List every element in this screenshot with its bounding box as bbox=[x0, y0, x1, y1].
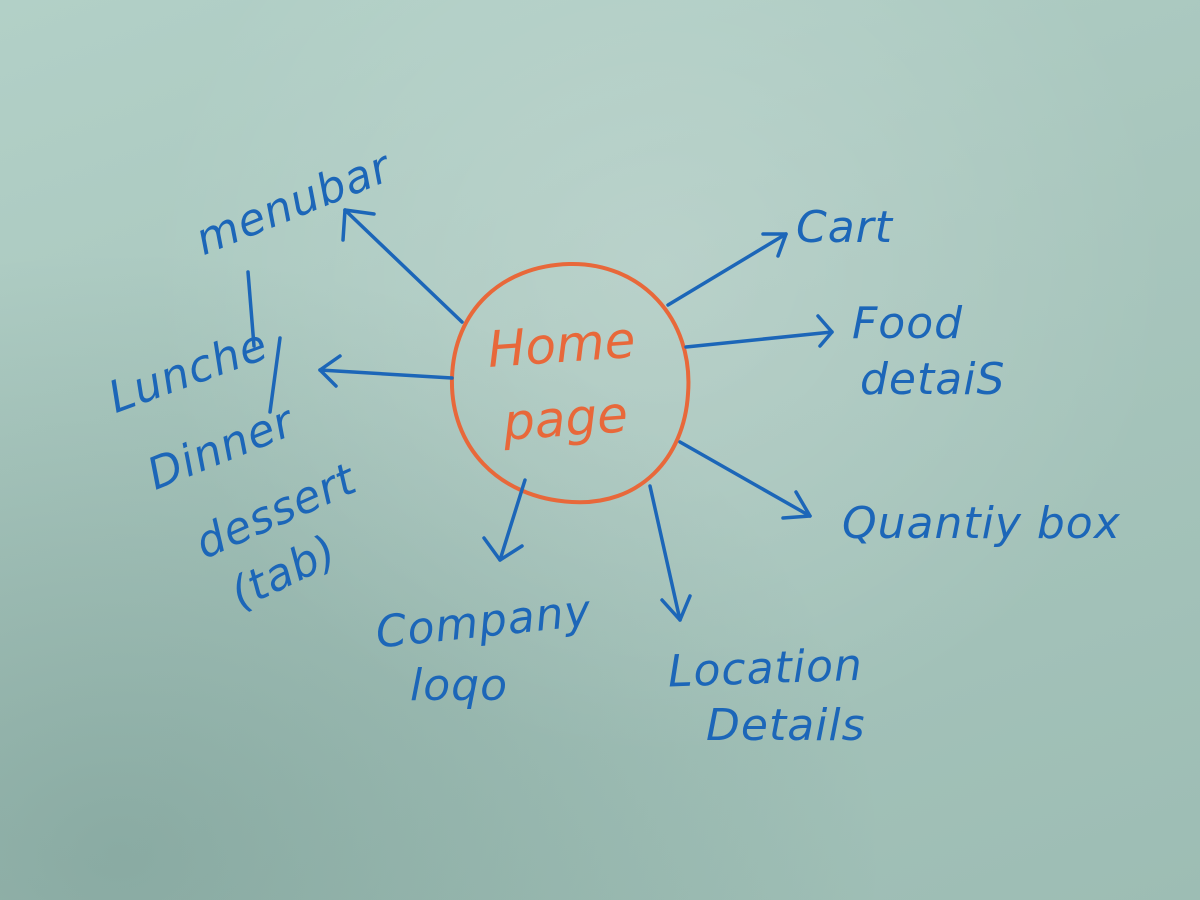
node-company-logo-line1: Company bbox=[373, 585, 593, 658]
edge-tabs bbox=[318, 354, 454, 388]
node-food-details-line1: Food bbox=[852, 298, 963, 349]
hub-label-line1: Home bbox=[486, 311, 637, 379]
node-menubar: menubar bbox=[188, 141, 400, 266]
tab-separator-2 bbox=[268, 336, 282, 414]
node-cart: Cart bbox=[796, 202, 894, 253]
edge-menubar bbox=[341, 208, 464, 324]
edge-company-logo bbox=[482, 478, 527, 562]
edge-quantity-box bbox=[678, 440, 812, 520]
node-location-details-line1: Location bbox=[667, 640, 864, 698]
hub-circle bbox=[449, 261, 691, 505]
node-food-details-line2: detaiS bbox=[860, 354, 1005, 405]
edge-food-details bbox=[684, 314, 834, 349]
node-company-logo-line2: loqo bbox=[410, 660, 508, 711]
node-location-details-line2: Details bbox=[706, 700, 866, 751]
node-quantity-box: Quantiy box bbox=[842, 498, 1121, 549]
edge-location-details bbox=[648, 484, 692, 622]
tab-separator-1 bbox=[246, 270, 256, 348]
hub-label-line2: page bbox=[500, 385, 630, 452]
node-tab-lunche: Lunche bbox=[102, 319, 275, 424]
edge-cart bbox=[666, 232, 788, 307]
